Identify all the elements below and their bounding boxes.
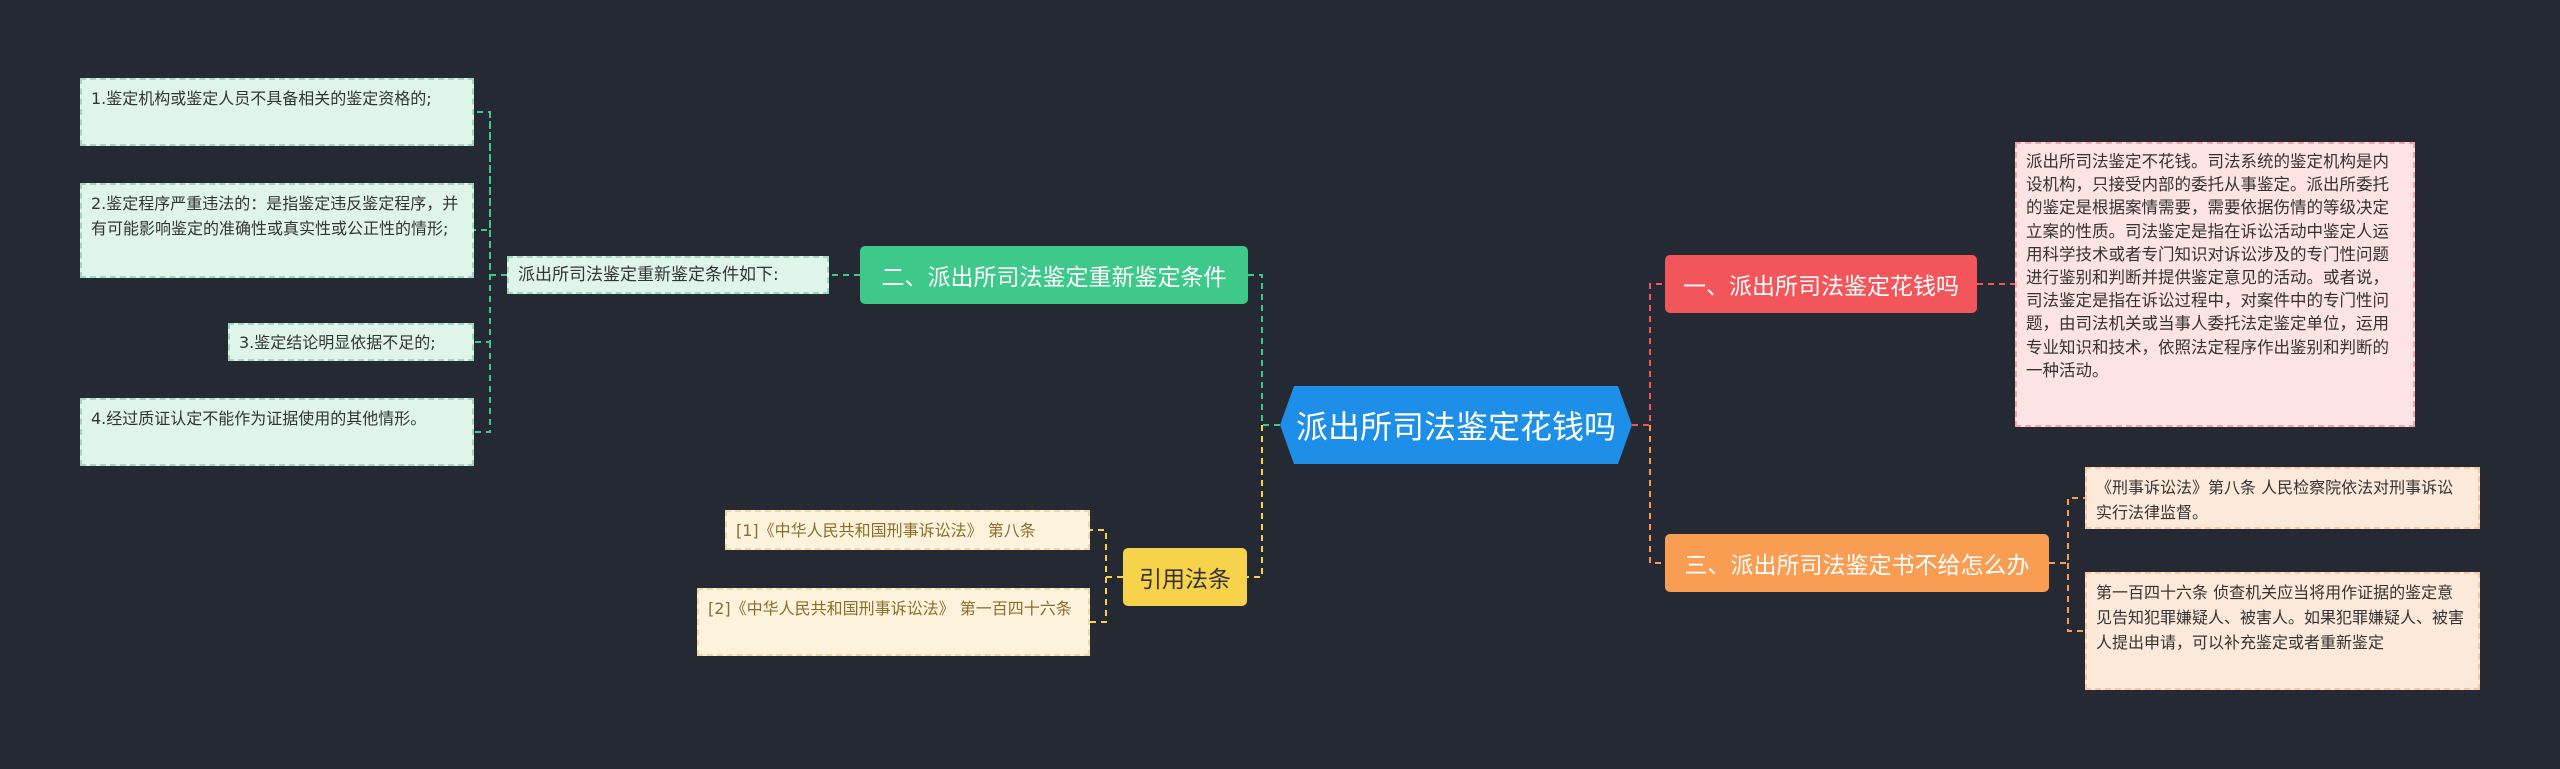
reappraisal-conditions-intro-text: 派出所司法鉴定重新鉴定条件如下: [518,265,779,285]
reappraisal-condition-2[interactable]: 2.鉴定程序严重违法的：是指鉴定违反鉴定程序，并有可能影响鉴定的准确性或真实性或… [80,183,474,278]
connector-b2-items [474,111,507,433]
branch-reappraisal-conditions[interactable]: 二、派出所司法鉴定重新鉴定条件 [860,246,1248,304]
reappraisal-condition-1-text: 1.鉴定机构或鉴定人员不具备相关的鉴定资格的; [91,89,432,108]
cited-statute-1-text: [1]《中华人民共和国刑事诉讼法》 第八条 [736,521,1036,540]
report-withheld-item-2-text: 第一百四十六条 侦查机关应当将用作证据的鉴定意见告知犯罪嫌疑人、被害人。如果犯罪… [2096,583,2465,652]
connector-central-b4 [1247,425,1263,578]
connector-central-b1 [1632,283,1665,426]
report-withheld-item-1-text: 《刑事诉讼法》第八条 人民检察院依法对刑事诉讼实行法律监督。 [2096,478,2454,522]
connector-b3-items [2049,497,2085,632]
reappraisal-condition-1[interactable]: 1.鉴定机构或鉴定人员不具备相关的鉴定资格的; [80,78,474,146]
reappraisal-condition-2-text: 2.鉴定程序严重违法的：是指鉴定违反鉴定程序，并有可能影响鉴定的准确性或真实性或… [91,194,459,238]
branch-report-withheld-label: 三、派出所司法鉴定书不给怎么办 [1684,553,2030,579]
report-withheld-item-2[interactable]: 第一百四十六条 侦查机关应当将用作证据的鉴定意见告知犯罪嫌疑人、被害人。如果犯罪… [2085,572,2480,690]
reappraisal-condition-3[interactable]: 3.鉴定结论明显依据不足的; [228,323,474,361]
reappraisal-condition-4[interactable]: 4.经过质证认定不能作为证据使用的其他情形。 [80,398,474,466]
central-topic-label: 派出所司法鉴定花钱吗 [1295,408,1616,446]
branch-cited-statutes[interactable]: 引用法条 [1123,548,1247,606]
fee-question-detail-text: 派出所司法鉴定不花钱。司法系统的鉴定机构是内设机构，只接受内部的委托从事鉴定。派… [2026,152,2389,380]
cited-statute-2[interactable]: [2]《中华人民共和国刑事诉讼法》 第一百四十六条 [697,588,1090,656]
connector-b4-items [1090,529,1123,623]
cited-statute-1[interactable]: [1]《中华人民共和国刑事诉讼法》 第八条 [725,510,1090,550]
fee-question-detail[interactable]: 派出所司法鉴定不花钱。司法系统的鉴定机构是内设机构，只接受内部的委托从事鉴定。派… [2015,142,2415,427]
central-topic[interactable]: 派出所司法鉴定花钱吗 [1280,386,1632,464]
branch-reappraisal-conditions-label: 二、派出所司法鉴定重新鉴定条件 [881,265,1227,291]
branch-fee-question-label: 一、派出所司法鉴定花钱吗 [1683,274,1959,300]
branch-report-withheld[interactable]: 三、派出所司法鉴定书不给怎么办 [1665,534,2049,592]
reappraisal-condition-4-text: 4.经过质证认定不能作为证据使用的其他情形。 [91,409,427,428]
reappraisal-conditions-intro[interactable]: 派出所司法鉴定重新鉴定条件如下: [507,256,829,294]
connector-central-b3 [1649,425,1665,564]
connector-central-b2 [1248,274,1280,426]
report-withheld-item-1[interactable]: 《刑事诉讼法》第八条 人民检察院依法对刑事诉讼实行法律监督。 [2085,467,2480,529]
branch-fee-question[interactable]: 一、派出所司法鉴定花钱吗 [1665,255,1977,313]
reappraisal-condition-3-text: 3.鉴定结论明显依据不足的; [239,333,436,352]
cited-statute-2-text: [2]《中华人民共和国刑事诉讼法》 第一百四十六条 [708,599,1072,618]
branch-cited-statutes-label: 引用法条 [1139,567,1231,593]
